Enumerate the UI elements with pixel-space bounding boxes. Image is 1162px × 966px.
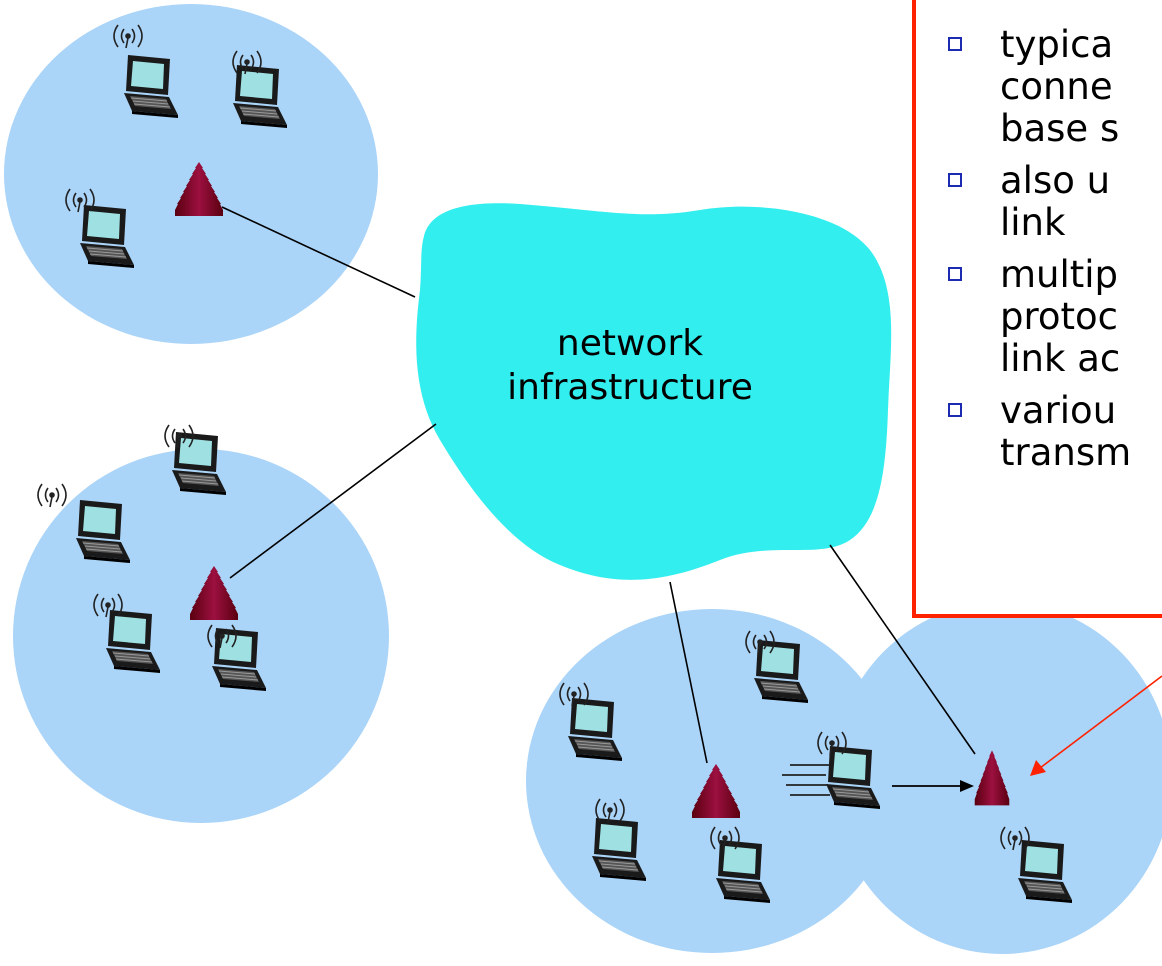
bullet-text: also u [1000,159,1111,202]
link-top-left [221,206,416,298]
link-bottom-middle [669,581,708,764]
bullet-item: variou transm [944,390,1162,474]
link-middle-left [229,423,437,579]
bullet-box-icon [948,403,962,417]
network-cloud [416,203,892,580]
cloud-label-line: infrastructure [507,367,753,408]
bullet-item: multip protoc link ac [944,254,1162,380]
bullet-text: multip [1000,253,1119,296]
link-bottom-right [829,544,976,755]
bullet-text: base s [1000,107,1120,150]
bullet-text: transm [1000,431,1132,474]
callout-arrow [1039,675,1162,769]
bullet-text: typica [1000,24,1114,66]
bullet-box-icon [948,173,962,187]
bullet-text: conne [1000,65,1113,108]
wireless-signal-icon [37,483,67,508]
callout-arrowhead [1030,760,1046,776]
cloud-label: network infrastructure [400,322,860,410]
cell-middle-left [13,449,389,823]
bullet-text: variou [1000,389,1117,432]
bullet-item: typica conne base s [944,24,1162,150]
bullet-box-icon [948,37,962,51]
bullet-text: link [1000,201,1066,244]
movement-arrowhead [960,780,974,792]
cloud-label-line: network [556,323,704,364]
bullet-box-icon [948,267,962,281]
bullet-text: protoc [1000,295,1119,338]
bullet-text: link ac [1000,337,1121,380]
bullet-item: also u link [944,160,1162,244]
info-box [912,0,1162,618]
bullet-list: typica conne base s also u link multip p… [944,24,1162,624]
cell-top-left [4,4,378,344]
